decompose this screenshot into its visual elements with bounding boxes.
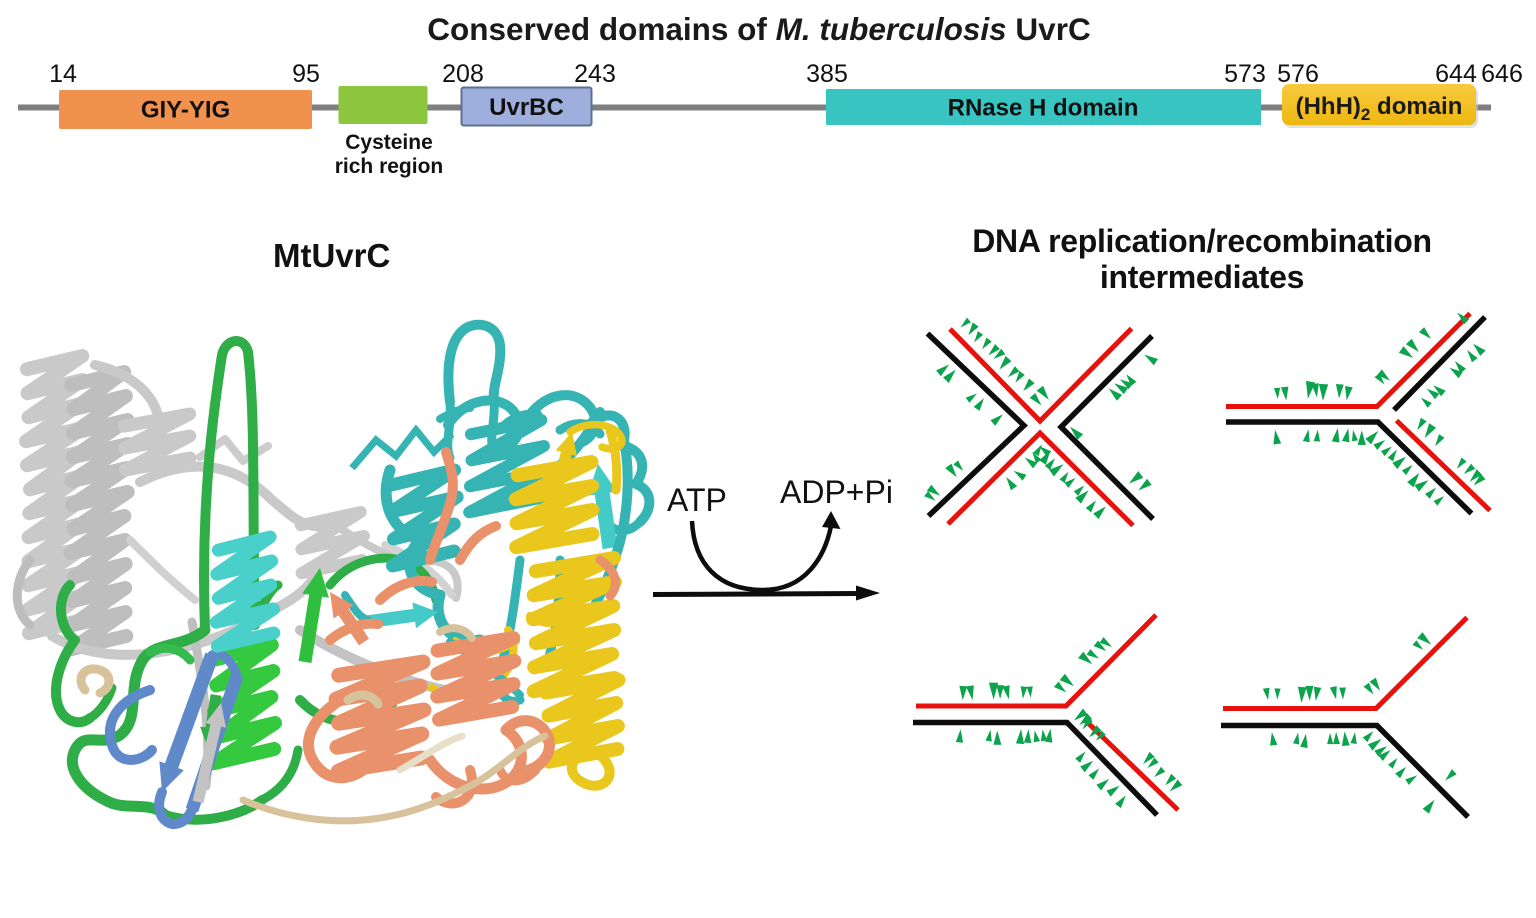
- svg-text:646: 646: [1481, 60, 1523, 88]
- svg-text:644: 644: [1435, 60, 1477, 88]
- svg-text:385: 385: [806, 60, 848, 88]
- svg-text:95: 95: [292, 60, 320, 88]
- svg-text:573: 573: [1224, 60, 1266, 88]
- svg-text:GIY-YIG: GIY-YIG: [141, 97, 230, 124]
- svg-text:DNA replication/recombination: DNA replication/recombination: [972, 223, 1432, 259]
- svg-text:576: 576: [1277, 60, 1319, 88]
- svg-text:rich region: rich region: [335, 155, 444, 178]
- svg-text:RNase H domain: RNase H domain: [948, 95, 1139, 122]
- svg-text:(HhH)2 domain: (HhH)2 domain: [1296, 93, 1463, 124]
- svg-text:243: 243: [574, 60, 616, 88]
- svg-text:ATP: ATP: [667, 482, 727, 518]
- svg-text:Conserved domains of M. tuberc: Conserved domains of M. tuberculosis Uvr…: [427, 11, 1090, 47]
- svg-text:MtUvrC: MtUvrC: [273, 237, 390, 274]
- svg-text:intermediates: intermediates: [1100, 259, 1304, 295]
- svg-text:208: 208: [442, 60, 484, 88]
- svg-text:14: 14: [49, 60, 77, 88]
- svg-text:Cysteine: Cysteine: [345, 131, 433, 154]
- svg-text:ADP+Pi: ADP+Pi: [780, 474, 893, 510]
- svg-text:UvrBC: UvrBC: [489, 94, 564, 121]
